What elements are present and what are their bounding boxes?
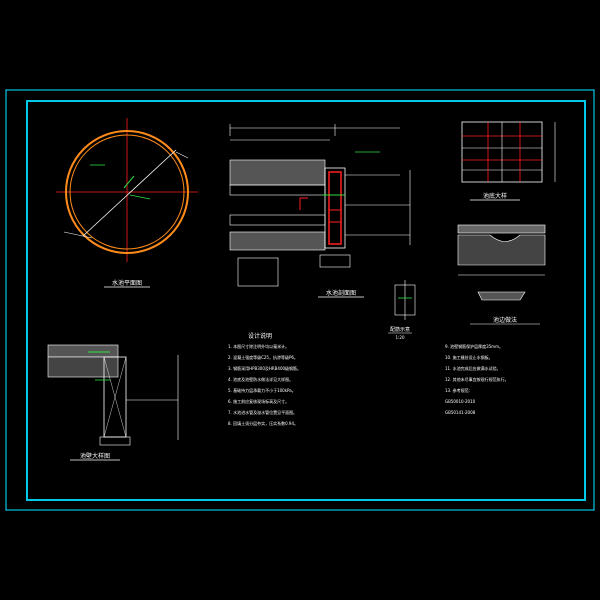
note-line: GB50141-2008 bbox=[445, 410, 476, 415]
sheet-border bbox=[5, 89, 595, 511]
wall-detail-view: 池壁大样图 bbox=[47, 344, 179, 461]
pool-outer-wall bbox=[65, 130, 189, 254]
plan-view: 水池平面图 bbox=[56, 118, 198, 288]
notes-left-column: 1. 本图尺寸除注明外均以毫米计。 2. 混凝土强度等级C25，抗渗等级P6。 3.… bbox=[228, 343, 301, 426]
bottom-detail-view: 池底大样 bbox=[461, 121, 556, 201]
plan-title: 水池平面图 bbox=[112, 279, 142, 287]
note-line: 10. 施工缝处设止水钢板。 bbox=[445, 354, 493, 360]
edge-detail-view: 池边做法 bbox=[457, 224, 546, 325]
sheet-inner-border bbox=[26, 100, 586, 501]
notes-right-column: 9. 池壁钢筋保护层厚度35mm。 10. 施工缝处设止水钢板。 11. 水池完成后… bbox=[445, 343, 509, 415]
note-line: 9. 池壁钢筋保护层厚度35mm。 bbox=[445, 343, 503, 349]
pool-wall-section bbox=[324, 167, 346, 249]
note-line: 8. 回填土须分层夯实，压实系数0.94。 bbox=[228, 420, 298, 426]
section-title: 水池剖面图 bbox=[326, 289, 356, 297]
wall-detail-title: 池壁大样图 bbox=[80, 452, 110, 460]
note-line: 6. 施工前应复核现场标高及尺寸。 bbox=[228, 398, 289, 404]
pool-inner-wall bbox=[69, 134, 185, 250]
design-notes: 设计说明 1. 本图尺寸除注明外均以毫米计。 2. 混凝土强度等级C25，抗渗等级… bbox=[228, 332, 509, 426]
note-line: 2. 混凝土强度等级C25，抗渗等级P6。 bbox=[228, 354, 298, 360]
bar-detail-view: 配筋示意 1:20 bbox=[388, 280, 416, 340]
note-line: 13. 参考规范： bbox=[445, 387, 473, 393]
note-line: 12. 其他未尽事宜按现行规范执行。 bbox=[445, 376, 509, 382]
note-line: 1. 本图尺寸除注明外均以毫米计。 bbox=[228, 343, 289, 349]
bar-detail-scale: 1:20 bbox=[396, 335, 405, 340]
edge-detail-title: 池边做法 bbox=[493, 316, 517, 324]
note-line: 3. 钢筋采用HPB300及HRB400级钢筋。 bbox=[228, 365, 301, 371]
bottom-detail-title: 池底大样 bbox=[483, 192, 507, 200]
bar-detail-title: 配筋示意 bbox=[390, 326, 410, 333]
note-line: 5. 基础持力层承载力不小于100kPa。 bbox=[228, 387, 296, 393]
note-line: 11. 水池完成后应做满水试验。 bbox=[445, 365, 501, 371]
note-line: 4. 池底及池壁防水做法详见大样图。 bbox=[228, 376, 293, 382]
note-line: 7. 水池进水管及溢水管位置见平面图。 bbox=[228, 409, 297, 415]
section-view: 水池剖面图 bbox=[229, 124, 411, 298]
note-line: GB50010-2010 bbox=[445, 399, 476, 404]
notes-title: 设计说明 bbox=[248, 332, 272, 340]
